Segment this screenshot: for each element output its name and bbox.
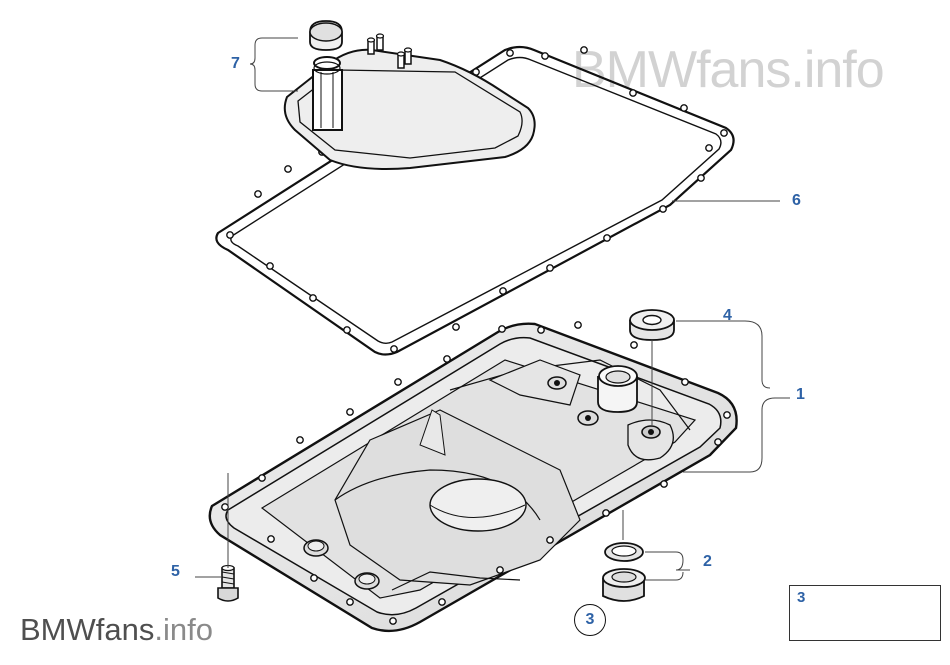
- oil-pan-bolt-hole: [630, 341, 638, 349]
- oil-pan-bolt-holes: [221, 321, 731, 625]
- callout-1: 1: [796, 386, 805, 403]
- gasket-bolt-hole: [499, 287, 507, 295]
- gasket-bolt-hole: [546, 264, 554, 272]
- oil-pan-bolt-hole: [310, 574, 318, 582]
- callout-7: 7: [231, 55, 240, 72]
- oil-pan-bolt-hole: [346, 598, 354, 606]
- watermark-top-brand: BMWfans: [572, 41, 791, 99]
- leader-lines: [195, 37, 790, 581]
- filter-cap-part-7: [309, 20, 343, 51]
- gasket-bolt-hole: [580, 46, 588, 54]
- gasket-bolt-hole: [705, 144, 713, 152]
- gasket-bolt-hole: [390, 345, 398, 353]
- callout-3-circle: 3: [574, 604, 606, 636]
- callout-6: 6: [792, 192, 801, 209]
- drain-plug-part-2: [602, 568, 646, 602]
- legend-number: 3: [797, 589, 806, 606]
- oil-pan-bolt-hole: [498, 325, 506, 333]
- gasket-bolt-hole: [697, 174, 705, 182]
- watermark-bottom-brand: BMWfans: [20, 612, 155, 647]
- oil-pan-bolt-hole: [389, 617, 397, 625]
- oil-pan-bolt-hole: [267, 535, 275, 543]
- oil-pan-bolt-hole: [438, 598, 446, 606]
- gasket-bolt-hole: [720, 129, 728, 137]
- filter-part-7: [283, 33, 536, 170]
- gasket-bolt-hole: [254, 190, 262, 198]
- oil-pan-bolt-hole: [546, 536, 554, 544]
- seal-ring-part-4: [629, 309, 675, 341]
- callout-5: 5: [171, 563, 180, 580]
- gasket-bolt-hole: [266, 262, 274, 270]
- oil-pan-bolt-hole: [602, 509, 610, 517]
- watermark-bottom: BMWfans.info: [20, 614, 213, 645]
- oil-pan-bolt-hole: [537, 326, 545, 334]
- watermark-top: BMWfans.info: [572, 41, 885, 99]
- oil-pan-bolt-hole: [258, 474, 266, 482]
- gasket-bolt-hole: [506, 49, 514, 57]
- gasket-bolt-hole: [284, 165, 292, 173]
- o-ring-part-2: [604, 542, 644, 562]
- gasket-bolt-hole: [629, 89, 637, 97]
- watermark-bottom-suffix: .info: [154, 612, 213, 647]
- oil-pan-bolt-hole: [496, 566, 504, 574]
- oil-pan-bolt-hole: [221, 503, 229, 511]
- gasket-bolt-hole: [309, 294, 317, 302]
- gasket-bolt-hole: [541, 52, 549, 60]
- oil-pan-bolt-hole: [660, 480, 668, 488]
- gasket-bolt-hole: [452, 323, 460, 331]
- gasket-bolt-hole: [603, 234, 611, 242]
- gasket-bolt-hole: [343, 326, 351, 334]
- gasket-bolt-hole: [226, 231, 234, 239]
- oil-pan-bolt-hole: [723, 411, 731, 419]
- callout-2: 2: [703, 553, 712, 570]
- callout-4: 4: [723, 307, 732, 324]
- oil-pan-bolt-hole: [296, 436, 304, 444]
- oil-pan-bolt-hole: [574, 321, 582, 329]
- oil-pan-bolt-hole: [346, 408, 354, 416]
- gasket-bolt-hole: [680, 104, 688, 112]
- oil-pan-part-1: [208, 322, 738, 633]
- bolt-part-5: [217, 564, 239, 602]
- oil-pan-bolt-hole: [394, 378, 402, 386]
- oil-pan-bolt-hole: [443, 355, 451, 363]
- oil-pan-bolt-hole: [681, 378, 689, 386]
- legend-box: [789, 585, 941, 641]
- oil-pan-bolt-hole: [714, 438, 722, 446]
- watermark-top-suffix: .info: [790, 41, 884, 99]
- gasket-bolt-hole: [659, 205, 667, 213]
